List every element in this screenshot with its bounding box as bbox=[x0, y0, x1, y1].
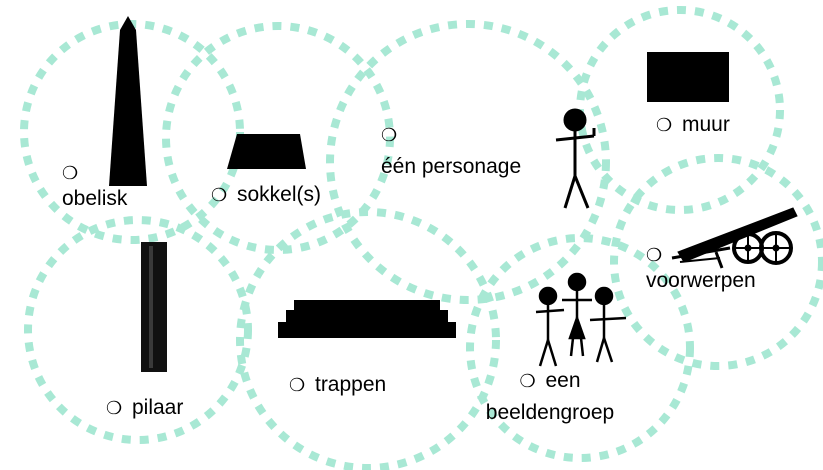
option-muur[interactable]: ❍ muur bbox=[656, 112, 730, 138]
cannon-icon bbox=[671, 207, 798, 269]
option-voorwerpen[interactable]: ❍ voorwerpen bbox=[646, 242, 756, 294]
radio-icon[interactable]: ❍ bbox=[106, 398, 123, 418]
circle-muur bbox=[576, 6, 784, 214]
circle-trappen bbox=[236, 208, 500, 470]
pillar-icon bbox=[141, 242, 167, 372]
option-label: muur bbox=[681, 113, 730, 136]
option-sokkel[interactable]: ❍ sokkel(s) bbox=[211, 182, 321, 208]
pedestal-icon bbox=[227, 134, 306, 169]
radio-icon[interactable]: ❍ bbox=[211, 185, 228, 205]
option-obelisk[interactable]: ❍ obelisk bbox=[62, 160, 127, 212]
obelisk-icon bbox=[109, 16, 147, 186]
radio-icon[interactable]: ❍ bbox=[646, 245, 663, 265]
stick-figure-icon bbox=[555, 108, 596, 209]
option-label: trappen bbox=[314, 373, 387, 396]
wall-icon bbox=[647, 52, 729, 102]
radio-icon[interactable]: ❍ bbox=[381, 125, 398, 145]
figure-group-icon bbox=[535, 272, 627, 367]
option-label: pilaar bbox=[131, 396, 184, 419]
option-personage[interactable]: ❍ één personage bbox=[381, 122, 521, 180]
option-label: sokkel(s) bbox=[236, 183, 321, 206]
stairs-icon bbox=[278, 300, 456, 338]
circle-personage bbox=[326, 20, 610, 304]
option-label: obelisk bbox=[62, 187, 128, 210]
option-label-line2: beeldengroep bbox=[485, 401, 615, 424]
option-label: één personage bbox=[381, 155, 522, 178]
option-trappen[interactable]: ❍ trappen bbox=[289, 372, 386, 398]
circle-beeldengroep bbox=[466, 234, 694, 462]
circle-voorwerpen bbox=[610, 154, 823, 370]
radio-icon[interactable]: ❍ bbox=[289, 375, 306, 395]
option-beeldengroep[interactable]: ❍ een beeldengroep bbox=[470, 368, 630, 426]
radio-icon[interactable]: ❍ bbox=[519, 371, 536, 391]
option-pilaar[interactable]: ❍ pilaar bbox=[106, 395, 183, 421]
circle-pilaar bbox=[24, 216, 252, 444]
circle-sokkel bbox=[162, 22, 394, 254]
radio-icon[interactable]: ❍ bbox=[62, 163, 79, 183]
radio-icon[interactable]: ❍ bbox=[656, 115, 673, 135]
option-label-line1: een bbox=[545, 369, 581, 392]
option-label: voorwerpen bbox=[646, 269, 756, 292]
